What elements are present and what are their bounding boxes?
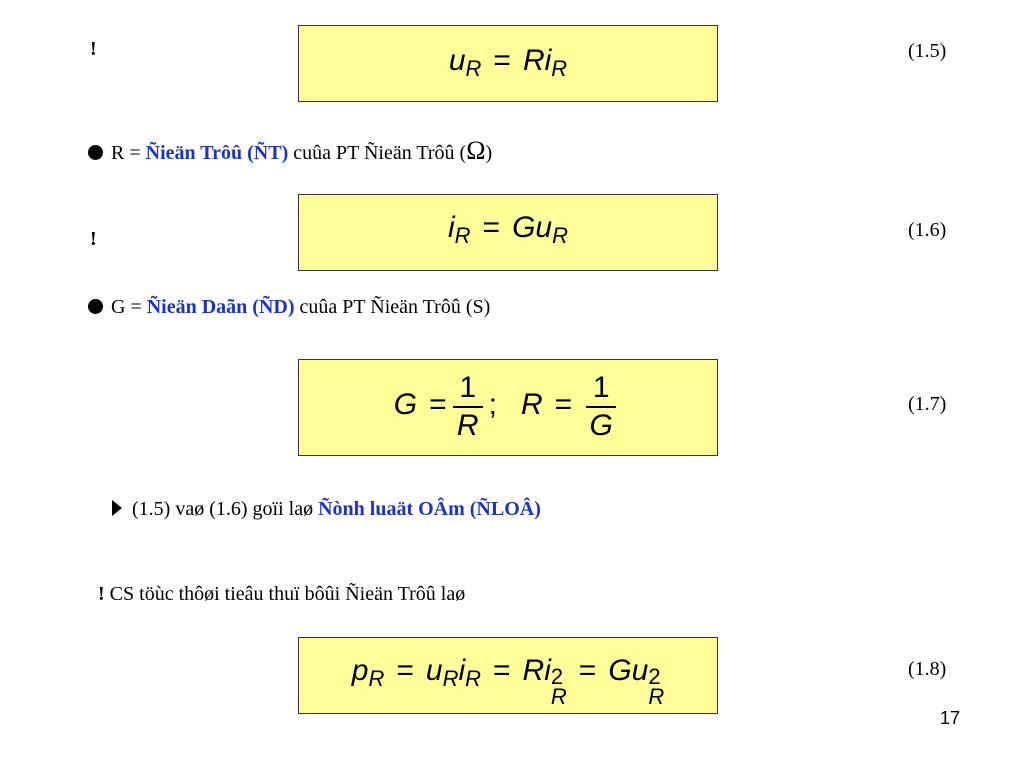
- frac2-numerator: 1: [592, 371, 610, 404]
- page-number: 17: [940, 708, 961, 728]
- eq18-supsub-1: 2 R: [550, 664, 567, 709]
- eq16-rhs: Gu: [512, 211, 553, 244]
- eq17-equals-1: =: [429, 387, 447, 421]
- line1-highlight: Ñieän Trôû (ÑT): [145, 142, 289, 164]
- equation-1-7: G = 1 R ; R = 1 G: [299, 368, 717, 442]
- eq16-lhs: i: [447, 211, 455, 244]
- exclaim-marker-2: !: [90, 228, 97, 250]
- eq18-equals-1: =: [396, 654, 414, 687]
- definition-conductance: G = Ñieän Daãn (ÑD) cuûa PT Ñieän Trôû (…: [88, 296, 490, 319]
- eq18-i-sub: R: [465, 666, 482, 691]
- eq15-lhs: u: [448, 44, 466, 77]
- bullet-dot-icon: [88, 145, 103, 160]
- line2-suffix: cuûa PT Ñieän Trôû (S): [294, 296, 491, 318]
- line2-prefix: G =: [111, 296, 142, 318]
- triangle-bullet-icon: [112, 500, 122, 516]
- eq18-u-sub: R: [442, 666, 459, 691]
- equation-number-1-6: (1.6): [908, 219, 947, 241]
- omega-symbol: Ω: [466, 136, 486, 165]
- fraction-one-over-r: 1 R: [452, 370, 483, 444]
- eq15-rhs: Ri: [522, 44, 552, 77]
- equation-number-1-8: (1.8): [908, 658, 947, 680]
- line3-text: (1.5) vaø (1.6) goïi laø: [132, 498, 319, 520]
- equation-number-1-7: (1.7): [908, 393, 947, 415]
- eq18-ri: Ri: [522, 654, 551, 687]
- line1-suffix: cuûa PT Ñieän Trôû (: [288, 142, 467, 164]
- eq17-equals-2: =: [554, 387, 573, 421]
- fraction-one-over-g: 1 G: [586, 370, 617, 444]
- equation-box-1-7: G = 1 R ; R = 1 G: [298, 359, 718, 456]
- eq17-g: G: [393, 387, 418, 421]
- eq17-r: R: [521, 387, 543, 421]
- frac1-numerator: 1: [459, 371, 476, 404]
- power-statement: ! CS töùc thôøi tieâu thuï bôûi Ñieän Tr…: [98, 583, 465, 606]
- eq18-gu: Gu: [608, 654, 649, 687]
- eq15-equals: =: [493, 44, 511, 77]
- eq18-sub-2: R: [648, 684, 665, 709]
- line4-text: CS töùc thôøi tieâu thuï bôûi Ñieän Trôû…: [104, 583, 466, 605]
- bullet-dot-icon: [88, 299, 103, 314]
- equation-number-1-5: (1.5): [908, 40, 947, 62]
- eq16-rhs-sub: R: [552, 223, 568, 248]
- line2-highlight: Ñieän Daãn (ÑD): [146, 296, 295, 318]
- eq17-semicolon: ;: [488, 387, 497, 421]
- eq18-sup-1: 2: [550, 664, 564, 689]
- frac1-denominator: R: [456, 408, 479, 442]
- eq18-p-sub: R: [368, 666, 385, 691]
- frac2-denominator: G: [589, 408, 613, 442]
- definition-resistance: R = Ñieän Trôû (ÑT) cuûa PT Ñieän Trôû (…: [88, 136, 492, 166]
- eq18-u: u: [425, 654, 443, 687]
- eq18-supsub-2: 2 R: [648, 664, 665, 709]
- eq18-i: i: [458, 654, 466, 687]
- line1-prefix: R =: [111, 142, 141, 164]
- eq18-sup-2: 2: [648, 664, 661, 689]
- ohms-law-statement: (1.5) vaø (1.6) goïi laø Ñònh luaät OÂm …: [112, 498, 541, 521]
- eq16-equals: =: [482, 211, 501, 244]
- eq15-lhs-sub: R: [465, 56, 482, 81]
- line1-close: ): [485, 142, 493, 164]
- exclaim-marker-3: !: [98, 583, 105, 605]
- eq16-lhs-sub: R: [454, 223, 471, 248]
- eq18-p: p: [351, 654, 369, 687]
- eq18-equals-3: =: [578, 654, 597, 687]
- eq15-rhs-sub: R: [551, 56, 568, 81]
- eq18-sub-1: R: [550, 684, 567, 709]
- eq18-equals-2: =: [493, 654, 511, 687]
- exclaim-marker-1: !: [90, 38, 97, 60]
- line3-highlight: Ñònh luaät OÂm (ÑLOÂ): [318, 498, 541, 520]
